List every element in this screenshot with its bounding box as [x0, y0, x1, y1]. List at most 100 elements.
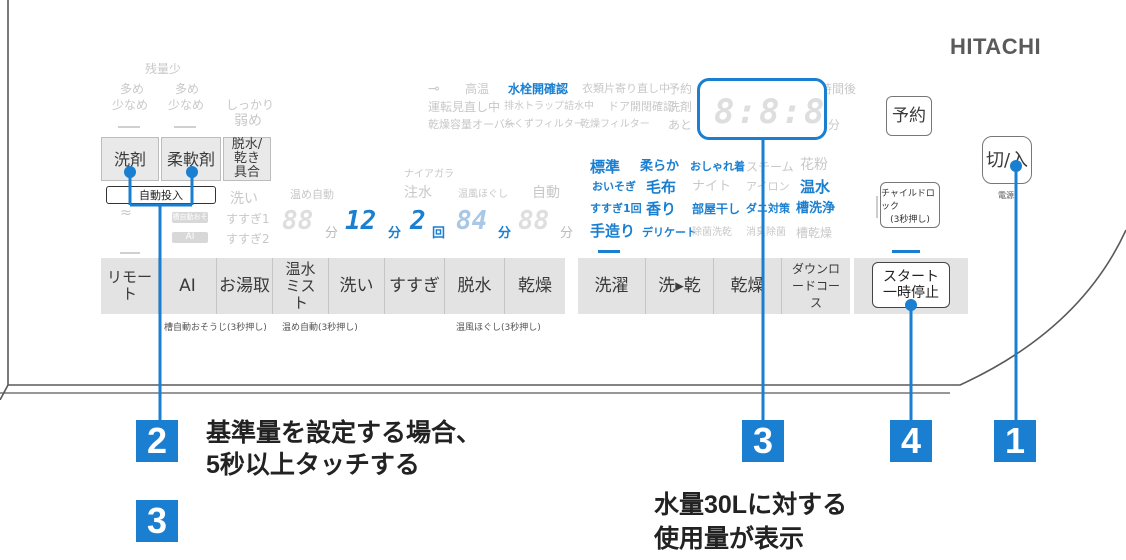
seg-susugi-kai: 2 — [410, 206, 426, 236]
option-button-row: リモート AI お湯取 温水ミスト 洗い すすぎ 脱水 乾燥 — [101, 258, 565, 314]
label-zanryo: 残量少 — [145, 62, 182, 76]
label-sukuname-1: 少なめ — [112, 98, 149, 112]
display-digits: 8:8:8 — [714, 92, 827, 132]
seg-kanso-fun: 88 — [518, 206, 550, 236]
sen-kan-button[interactable]: 洗▸乾 — [646, 258, 714, 314]
label-haisui: 排水トラップ詰水中 — [504, 101, 594, 112]
dassui-button[interactable]: 脱水 — [445, 258, 505, 314]
course-sosenjo: 槽洗浄 — [796, 201, 836, 216]
label-susugi2: すすぎ2 — [226, 232, 270, 246]
callout-3-left: 3 — [136, 500, 178, 542]
level-bar-3 — [120, 252, 140, 254]
ai-button[interactable]: AI — [159, 258, 217, 314]
label-naiagara: ナイアガラ — [404, 169, 454, 180]
divider-line — [876, 196, 878, 218]
course-steam: スチーム — [746, 160, 794, 174]
wifi-icon: ≈ — [120, 205, 132, 221]
course-onsui: 温水 — [800, 178, 831, 196]
arai-button[interactable]: 洗い — [329, 258, 385, 314]
course-shokin: 消臭除菌 — [746, 227, 786, 238]
download-course-button[interactable]: ダウンロードコース — [782, 258, 850, 314]
course-tezukuri: 手造り — [590, 222, 636, 240]
seg-dassui-fun: 84 — [456, 206, 488, 236]
water-amount-display: 8:8:8 — [697, 78, 827, 140]
label-jido: 自動 — [532, 185, 560, 201]
label-onsui-jido: 温め自動 — [290, 188, 334, 201]
unit-fun-1: 分 — [325, 226, 339, 241]
yoyaku-button[interactable]: 予約 — [886, 96, 932, 136]
oyutori-button[interactable]: お湯取 — [217, 258, 273, 314]
label-koon: 高温 — [465, 82, 490, 96]
label-oome-2: 多め — [175, 82, 200, 96]
callout-3-text-2: 使用量が表示 — [654, 525, 805, 553]
dassui-guai-button[interactable]: 脱水/乾き具合 — [223, 137, 271, 181]
label-yoyaku-small: 予約 — [668, 82, 693, 96]
course-dani: ダニ対策 — [746, 202, 790, 215]
level-bar-1 — [118, 126, 140, 128]
unit-fun-4: 分 — [560, 226, 574, 241]
course-heyaboshi: 部屋干し — [692, 202, 741, 216]
label-arai: 洗い — [230, 191, 258, 207]
remote-mini-label: 槽自動おそうじ — [172, 212, 208, 232]
callout-1: 1 — [994, 420, 1036, 462]
label-onpu-hogushi: 温風ほぐし — [458, 189, 508, 200]
course-kaori: 香り — [646, 200, 677, 218]
sublabel-onsui: 温め自動(3秒押し) — [282, 323, 358, 333]
ichiji-label: 一時停止 — [883, 285, 939, 301]
callout-3-right: 3 — [742, 420, 784, 462]
course-delicate: デリケート — [642, 226, 697, 239]
child-lock-sub: (3秒押し) — [890, 214, 930, 225]
label-jikango: 時間後 — [820, 82, 857, 96]
course-button-row: 洗濯 洗▸乾 乾燥 ダウンロードコース — [578, 258, 850, 314]
seg-arai-fun: 12 — [345, 206, 377, 236]
ai-mini-label: AI — [172, 232, 208, 243]
label-kanso-over: 乾燥容量オーバー — [428, 118, 516, 131]
label-sukuname-2: 少なめ — [168, 98, 205, 112]
remote-button[interactable]: リモート — [101, 258, 159, 314]
label-kanso-filter: 乾燥フィルター — [580, 119, 650, 130]
course-kafun: 花粉 — [800, 157, 828, 173]
sublabel-remote: 槽自動おそうじ(3秒押し) — [164, 323, 267, 333]
course-sokanso: 槽乾燥 — [796, 226, 833, 240]
key-icon: ⊸ — [428, 81, 440, 97]
unit-kai: 回 — [432, 226, 446, 241]
sentaku-button[interactable]: 洗濯 — [578, 258, 646, 314]
course-mofu: 毛布 — [646, 178, 677, 196]
callout-3-text-1: 水量30Lに対する — [654, 491, 848, 519]
child-lock-button[interactable]: チャイルドロック (3秒押し) — [880, 182, 940, 228]
label-yowame: 弱め — [234, 113, 262, 129]
course-oshare: おしゃれ着 — [690, 160, 745, 173]
label-oome-1: 多め — [120, 82, 145, 96]
callout-4: 4 — [890, 420, 932, 462]
label-susugi1: すすぎ1 — [226, 212, 270, 226]
seg-onsui: 88 — [282, 206, 314, 236]
label-ato: あと — [668, 118, 693, 132]
label-sen-small: 洗剤 — [668, 100, 693, 114]
susugi-button[interactable]: すすぎ — [385, 258, 445, 314]
callout-2-text-1: 基準量を設定する場合、 — [206, 419, 482, 447]
course-oisogi: おいそぎ — [592, 180, 636, 193]
course-susugi1kai: すすぎ1回 — [590, 202, 642, 215]
course-indicator — [598, 250, 620, 253]
onsui-mist-button[interactable]: 温水ミスト — [273, 258, 329, 314]
brand-logo: HITACHI — [950, 34, 1042, 59]
child-lock-label: チャイルドロック — [881, 188, 935, 212]
label-fun-top: 分 — [828, 118, 841, 132]
course-yawaraka: 柔らか — [640, 159, 680, 174]
label-chusui: 注水 — [404, 185, 432, 201]
unit-fun-2: 分 — [388, 226, 402, 241]
sublabel-dassui: 温風ほぐし(3秒押し) — [456, 323, 541, 333]
course-night: ナイト — [692, 179, 732, 194]
start-label: スタート — [883, 269, 939, 285]
start-indicator — [892, 250, 920, 253]
panel-outline — [0, 0, 1126, 400]
kanso-button[interactable]: 乾燥 — [505, 258, 565, 314]
dengen-label: 電源 — [998, 191, 1014, 200]
label-ito-filter: 糸くずフィルター — [504, 119, 584, 130]
callout-2: 2 — [136, 420, 178, 462]
course-jokin: 除菌洗乾 — [692, 227, 732, 238]
label-shikkari: しっかり — [226, 98, 275, 112]
course-aircon: アイロン — [746, 180, 790, 193]
unit-fun-3: 分 — [498, 226, 512, 241]
kanso-course-button[interactable]: 乾燥 — [714, 258, 782, 314]
